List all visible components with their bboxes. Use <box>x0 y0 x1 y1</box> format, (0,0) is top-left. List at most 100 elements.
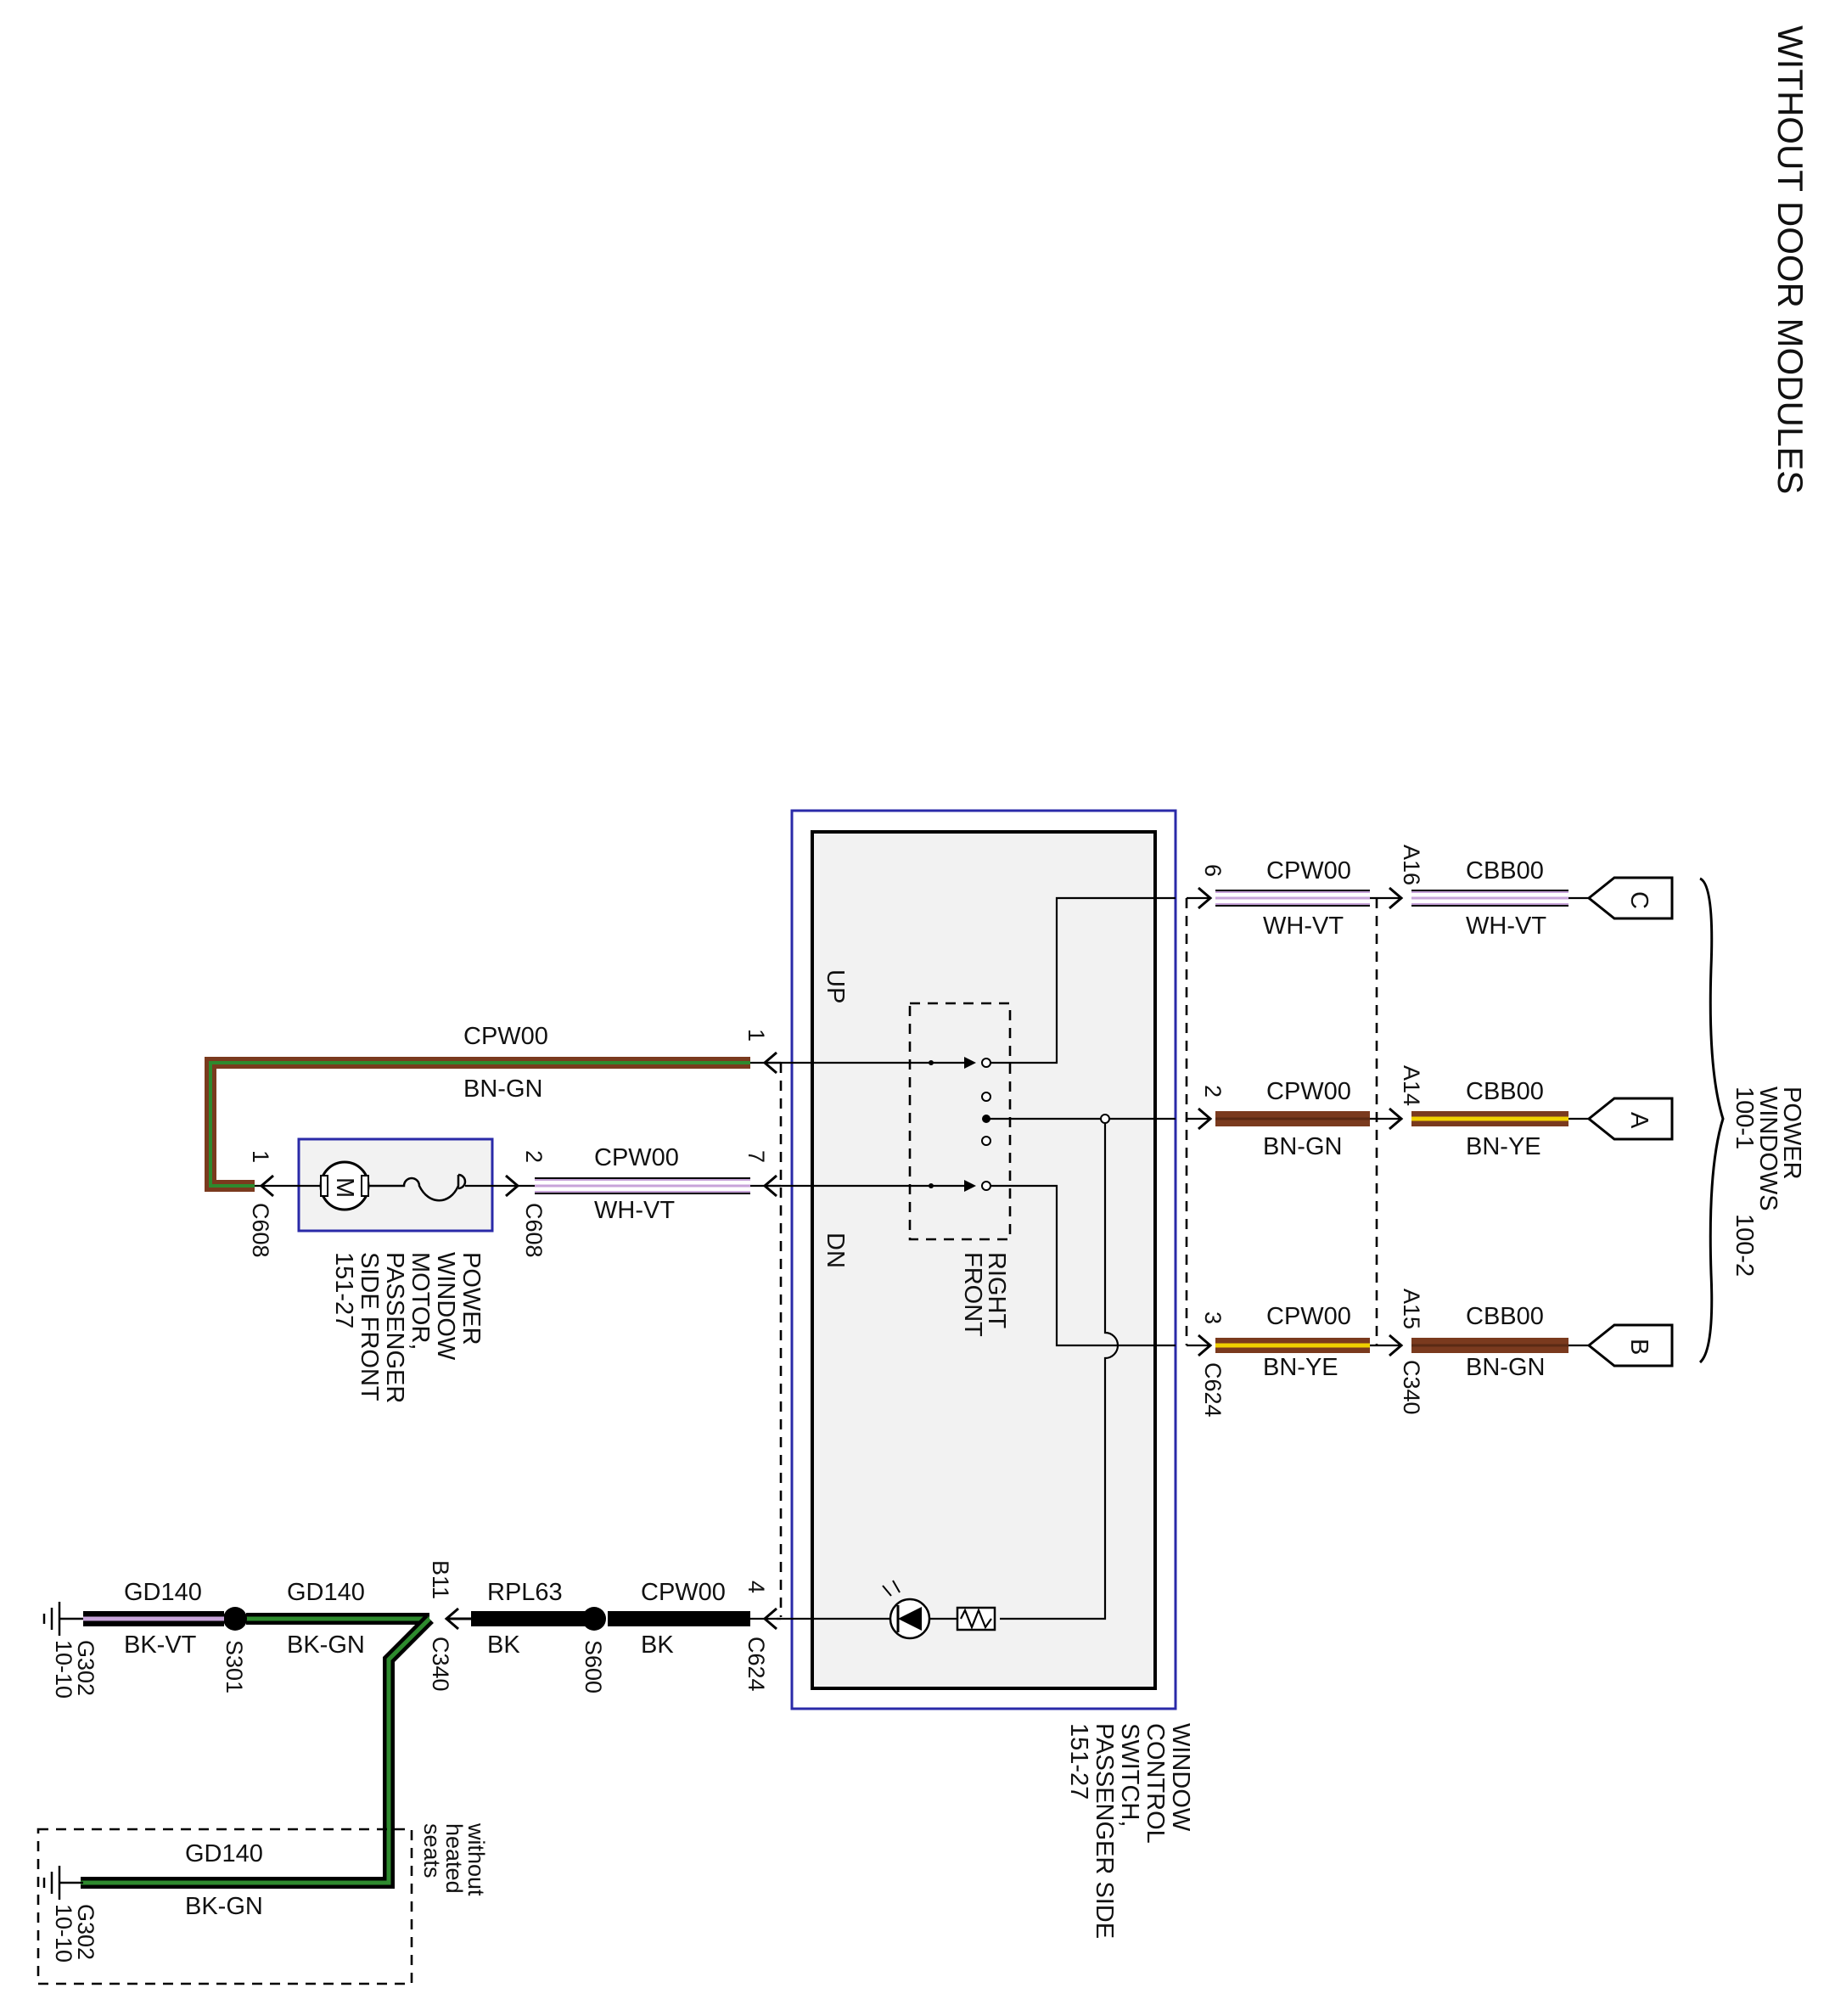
switch-dn-label: DN <box>822 1233 849 1268</box>
wire-rpl63-color: BK <box>487 1631 520 1659</box>
wire-a14-bn-ye <box>1411 1111 1568 1126</box>
destination-line: POWER <box>1778 1087 1805 1180</box>
heated-seats-note-line: seats <box>419 1823 445 1878</box>
destination-brace <box>1698 877 1725 1364</box>
ground-g302-bottom-name: G302 <box>73 1904 98 1960</box>
heated-seats-note-line: without <box>463 1822 489 1896</box>
wire-motor-up-bn-gn <box>205 1057 750 1192</box>
motor-breaker <box>368 1175 460 1202</box>
wire-a16-color: WH-VT <box>1466 913 1546 940</box>
wire-a14-color: BN-YE <box>1466 1133 1541 1160</box>
wire-motor-dn-circuit: CPW00 <box>594 1144 679 1171</box>
c608-pin1-label: 1 <box>248 1150 273 1163</box>
wire-gd140-c-circuit: GD140 <box>185 1840 263 1867</box>
c624-pin2-label: 2 <box>1200 1085 1226 1098</box>
c624-pin4-label: 4 <box>744 1581 769 1593</box>
wire-gd140-a-circuit: GD140 <box>287 1579 365 1606</box>
ground-g302-bottom <box>42 1864 85 1901</box>
contact-terminal <box>981 1058 991 1068</box>
destination-line: 100-1 <box>1731 1087 1758 1149</box>
internal-wire-led-feed <box>1000 1119 1120 1620</box>
contact-terminal <box>981 1092 991 1102</box>
switch-name-line: 151-27 <box>1065 1723 1092 1800</box>
wire-rpl63-circuit: RPL63 <box>487 1579 563 1606</box>
internal-junction <box>1100 1114 1110 1124</box>
switch-name-line: WINDOW <box>1167 1723 1194 1832</box>
heated-seats-option-box <box>36 1828 413 1985</box>
wire-p3-circuit: CPW00 <box>1266 1303 1351 1330</box>
motor-name: POWER WINDOW MOTOR, PASSENGER SIDE FRONT… <box>330 1252 485 1403</box>
c624-pin6-label: 6 <box>1200 864 1226 877</box>
offpage-tag-a: A <box>1587 1097 1674 1141</box>
c340-a15-label: A15 <box>1399 1289 1424 1329</box>
wire-p6-wh-vt <box>1215 890 1370 907</box>
wire-motor-up-color: BN-GN <box>463 1075 542 1103</box>
wire-p2-bn-gn <box>1215 1111 1370 1126</box>
wire-p2-color: BN-GN <box>1263 1133 1342 1160</box>
wire-motor-up-circuit: CPW00 <box>463 1023 548 1050</box>
wire-motor-dn-wh-vt <box>535 1177 750 1194</box>
offpage-tag-c-label: C <box>1625 891 1653 909</box>
internal-wire-dn <box>989 1184 1176 1347</box>
switch-name: WINDOW CONTROL SWITCH, PASSENGER SIDE 15… <box>1065 1723 1194 1939</box>
contact-arrow-up <box>964 1057 976 1069</box>
wire-a15-color: BN-GN <box>1466 1354 1545 1381</box>
c608-pin1-arrow <box>259 1174 274 1198</box>
ground-g302-top <box>42 1600 85 1637</box>
c340-a14-label: A14 <box>1399 1065 1424 1106</box>
wire-motor-dn-color: WH-VT <box>594 1197 675 1224</box>
motor-name-line: WINDOW <box>432 1252 459 1361</box>
ground-g302-top-name: G302 <box>73 1640 98 1696</box>
contact-terminal <box>981 1181 991 1191</box>
ground-g302-top-ref: 10-10 <box>51 1640 76 1699</box>
splice-s301-label: S301 <box>222 1640 247 1693</box>
c624-pin4-arrow <box>762 1607 777 1631</box>
switch-name-line: CONTROL <box>1142 1723 1169 1844</box>
motor-name-line: SIDE FRONT <box>356 1252 383 1401</box>
c624-pin1-arrow <box>762 1051 777 1075</box>
wire-p3-color: BN-YE <box>1263 1354 1338 1381</box>
c624-right-conn-label: C624 <box>1200 1362 1226 1418</box>
motor-name-line: 151-27 <box>330 1252 357 1328</box>
c340-b11-label: B11 <box>428 1560 453 1599</box>
wire-a15-bn-gn <box>1411 1338 1568 1353</box>
ground-g302-bottom-ref: 10-10 <box>51 1904 76 1963</box>
splice-s301 <box>223 1607 247 1631</box>
wire-gd140-bk-gn-main <box>81 1613 434 1889</box>
c608-pin2-arrow <box>505 1174 520 1198</box>
c624-pin7-label: 7 <box>744 1150 769 1163</box>
contact-common <box>982 1115 990 1123</box>
power-window-motor: M <box>255 1137 535 1233</box>
c608-pin2-conn: C608 <box>521 1203 547 1258</box>
heated-seats-note-line: heated <box>441 1823 467 1894</box>
diagram-title: WITHOUT DOOR MODULES <box>1770 25 1810 494</box>
heated-seats-note: without heated seats <box>419 1822 489 1896</box>
c624-pin3-label: 3 <box>1200 1311 1226 1324</box>
offpage-tag-b: B <box>1587 1323 1674 1367</box>
switch-name-line: PASSENGER SIDE <box>1091 1723 1118 1939</box>
c340-b11-conn: C340 <box>428 1637 453 1692</box>
c340-right-conn-label: C340 <box>1399 1360 1424 1415</box>
switch-body <box>811 830 1157 1690</box>
wire-a16-wh-vt <box>1411 890 1568 907</box>
wire-rpl63-bk <box>471 1611 595 1626</box>
motor-name-line: MOTOR, <box>407 1252 434 1350</box>
wire-p2-circuit: CPW00 <box>1266 1078 1351 1105</box>
wire-p4-color: BK <box>641 1631 674 1659</box>
c624-pin4-conn: C624 <box>744 1637 769 1692</box>
offpage-tag-b-label: B <box>1625 1339 1653 1355</box>
switch-contact-enclosure <box>908 1002 1012 1241</box>
motor-m-label: M <box>331 1177 358 1198</box>
wire-p3-bn-ye <box>1215 1338 1370 1353</box>
window-control-switch: UP DN RIGHT FRONT <box>768 809 1177 1710</box>
offpage-tag-a-label: A <box>1625 1112 1653 1129</box>
wire-a14-circuit: CBB00 <box>1466 1078 1544 1105</box>
contact-terminal <box>981 1136 991 1146</box>
splice-s600 <box>582 1607 606 1631</box>
contact-arrow-dn <box>964 1180 976 1192</box>
wire-gd140-a-color: BK-GN <box>287 1631 365 1659</box>
indicator-led <box>777 1580 996 1640</box>
switch-name-line: SWITCH, <box>1116 1723 1143 1827</box>
wire-gd140-b-color: BK-VT <box>124 1631 197 1659</box>
